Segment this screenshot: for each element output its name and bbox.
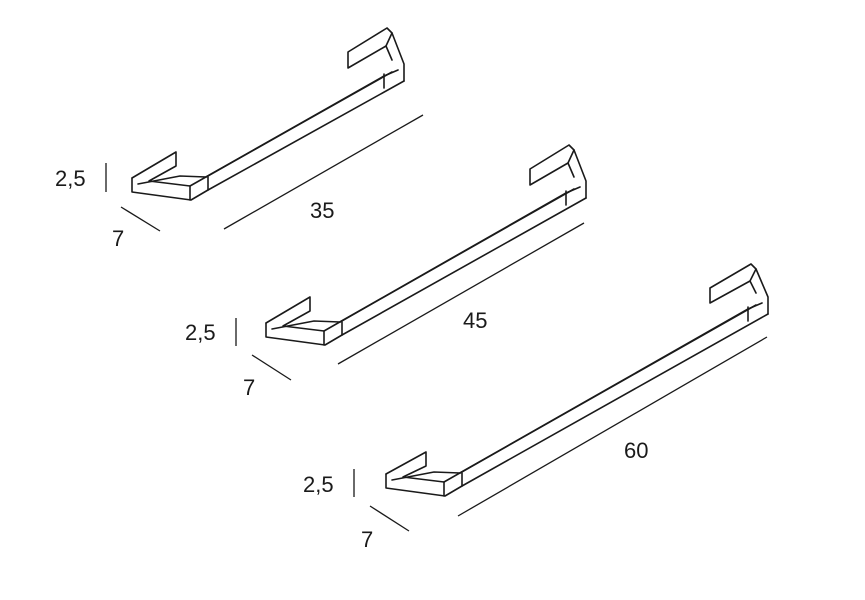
bar-35-right-inner [385,32,393,47]
bar-60-left-front [385,473,463,497]
bar-35-left-front [131,177,209,201]
towel-bar-35 [131,27,405,201]
dimensions-60 [353,336,768,532]
height-label-45: 2,5 [185,320,216,345]
bar-45-left-front [265,322,343,346]
dimensions-35 [105,114,424,232]
length-line-45 [337,222,585,365]
bar-60-left-inner [391,471,461,481]
height-label-60: 2,5 [303,472,334,497]
towel-bar-60 [385,263,769,497]
depth-line-60 [369,505,410,532]
depth-line-35 [120,206,161,232]
height-label-35: 2,5 [55,166,86,191]
towel-bar-45 [265,144,587,346]
dimensions-45 [235,222,585,381]
bar-60-right-bracket [709,263,769,315]
depth-label-45: 7 [243,375,255,400]
bar-60-rail-bottom [461,313,769,487]
bar-45-rail-bottom [341,197,587,336]
length-label-60: 60 [624,438,648,463]
length-line-35 [223,114,424,230]
depth-label-35: 7 [112,226,124,251]
bar-45-left-inner [271,320,341,330]
bar-35-rail-bottom [207,80,405,191]
bar-45-right-bracket [529,144,587,199]
bar-60-right-inner [749,268,757,282]
length-line-60 [457,336,768,517]
bar-45-left-top [265,296,325,332]
length-label-45: 45 [463,308,487,333]
bar-60-rail-mid [459,304,757,474]
bar-35-left-inner [137,175,207,185]
bar-60-left-top [385,451,445,483]
bar-35-rail-mid [205,71,393,178]
bar-45-rail-mid [339,188,575,323]
length-label-35: 35 [310,198,334,223]
depth-line-45 [251,354,292,381]
depth-label-60: 7 [361,527,373,552]
bar-35-left-top [131,151,191,187]
bar-45-right-inner [567,149,575,164]
bar-35-right-bracket [347,27,405,82]
